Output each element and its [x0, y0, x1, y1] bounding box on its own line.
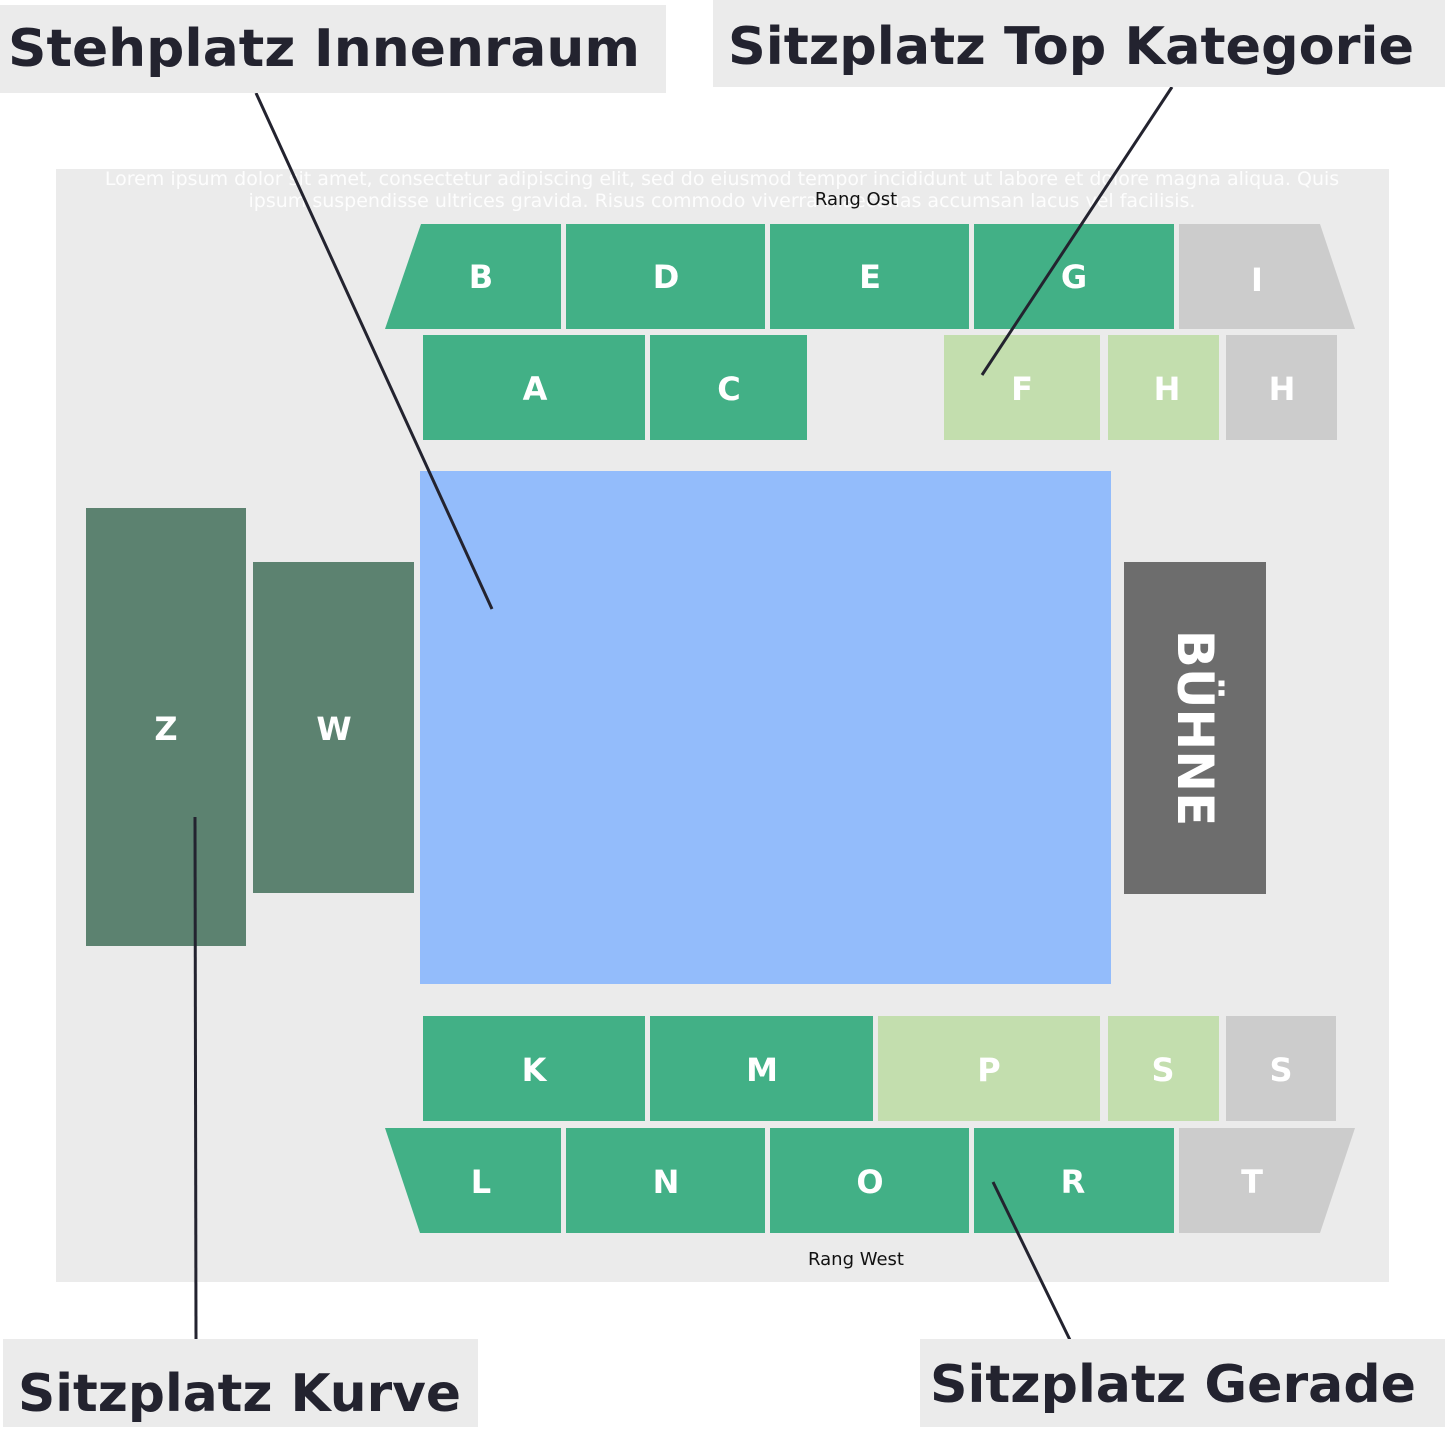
block-S-2[interactable]: S — [1226, 1016, 1336, 1121]
callout-sitzplatz-kurve: Sitzplatz Kurve — [3, 1339, 478, 1427]
rang-ost-label: Rang Ost — [815, 189, 897, 210]
block-R[interactable]: R — [974, 1128, 1174, 1233]
block-B-label: B — [469, 258, 493, 296]
block-I[interactable]: I — [1179, 224, 1355, 329]
leader-line-kurve — [193, 816, 198, 1341]
rang-west-label: Rang West — [808, 1249, 904, 1270]
block-T-label: T — [1241, 1163, 1263, 1201]
block-G[interactable]: G — [974, 224, 1174, 329]
block-innenraum[interactable] — [420, 471, 1111, 984]
callout-sitzplatz-top-kategorie-text: Sitzplatz Top Kategorie — [728, 17, 1414, 77]
callout-stehplatz-innenraum-text: Stehplatz Innenraum — [8, 19, 640, 79]
block-D-label: D — [653, 258, 680, 296]
block-C-label: C — [717, 370, 740, 408]
block-L-label: L — [471, 1163, 491, 1201]
block-K-label: K — [522, 1051, 548, 1089]
block-P[interactable]: P — [878, 1016, 1100, 1121]
block-A-label: A — [523, 370, 548, 408]
block-S-1-label: S — [1151, 1051, 1174, 1089]
callout-sitzplatz-gerade: Sitzplatz Gerade — [920, 1339, 1445, 1427]
block-B[interactable]: B — [385, 224, 561, 329]
callout-sitzplatz-top-kategorie: Sitzplatz Top Kategorie — [713, 0, 1445, 87]
block-D[interactable]: D — [566, 224, 765, 329]
leader-line-top-kategorie — [980, 86, 1174, 376]
block-O-label: O — [856, 1163, 883, 1201]
stage-label: BÜHNE — [1166, 630, 1225, 827]
block-Z-label: Z — [154, 710, 177, 748]
block-E-label: E — [859, 258, 881, 296]
leader-line-innenraum — [254, 92, 494, 610]
callout-sitzplatz-kurve-text: Sitzplatz Kurve — [18, 1364, 461, 1424]
block-T[interactable]: T — [1179, 1128, 1355, 1233]
block-G-label: G — [1061, 258, 1087, 296]
block-N-label: N — [653, 1163, 680, 1201]
block-S-2-label: S — [1269, 1051, 1292, 1089]
block-H-1[interactable]: H — [1108, 335, 1219, 440]
block-H-1-label: H — [1154, 370, 1181, 408]
block-H-2-label: H — [1269, 370, 1296, 408]
block-N[interactable]: N — [566, 1128, 765, 1233]
block-E[interactable]: E — [770, 224, 969, 329]
block-P-label: P — [977, 1051, 1000, 1089]
block-O[interactable]: O — [770, 1128, 969, 1233]
block-F-label: F — [1011, 370, 1033, 408]
block-H-2[interactable]: H — [1226, 335, 1337, 440]
block-I-label: I — [1251, 261, 1263, 299]
block-F[interactable]: F — [944, 335, 1100, 440]
block-W[interactable]: W — [253, 562, 414, 893]
description-line-2: ipsum suspendisse ultrices gravida. Risu… — [249, 190, 1196, 212]
block-Z[interactable]: Z — [86, 508, 246, 946]
leader-line-gerade — [991, 1181, 1072, 1341]
block-S-1[interactable]: S — [1108, 1016, 1219, 1121]
callout-sitzplatz-gerade-text: Sitzplatz Gerade — [930, 1355, 1416, 1415]
block-M[interactable]: M — [650, 1016, 873, 1121]
block-R-label: R — [1061, 1163, 1086, 1201]
block-C[interactable]: C — [650, 335, 807, 440]
block-W-label: W — [316, 710, 351, 748]
block-L[interactable]: L — [385, 1128, 561, 1233]
block-A[interactable]: A — [423, 335, 645, 440]
block-M-label: M — [746, 1051, 778, 1089]
callout-stehplatz-innenraum: Stehplatz Innenraum — [0, 5, 666, 93]
block-K[interactable]: K — [423, 1016, 645, 1121]
description-line-1: Lorem ipsum dolor sit amet, consectetur … — [105, 168, 1339, 190]
stage-buehne: BÜHNE — [1124, 562, 1266, 894]
